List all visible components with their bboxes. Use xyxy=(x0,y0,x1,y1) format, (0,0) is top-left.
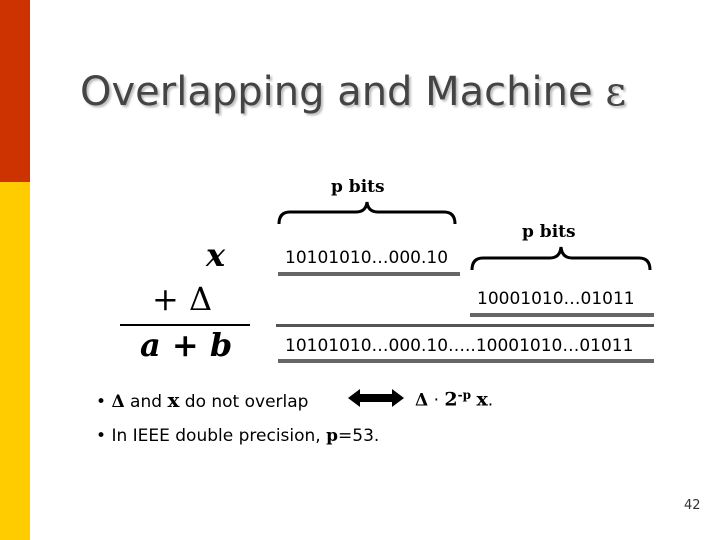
bullet-1-marker: • xyxy=(96,392,107,412)
accent-bar-yellow xyxy=(0,182,30,540)
p-bits-label-1: p bits xyxy=(331,177,385,197)
math-plus-delta: + Δ xyxy=(152,280,213,318)
page-number: 42 xyxy=(684,498,701,513)
bullet-1: • Δ and x do not overlap xyxy=(96,388,308,412)
binary-row-2: 10001010…01011 xyxy=(477,289,635,309)
rhs-dot: · xyxy=(433,390,440,411)
bullet-1-rest: do not overlap xyxy=(184,392,309,412)
slide-title-text: Overlapping and Machine xyxy=(80,69,593,115)
rhs-period: . xyxy=(487,390,494,411)
bullet-1-delta: Δ xyxy=(111,392,125,412)
binary-row-3: 10101010…000.10…..10001010…01011 xyxy=(285,336,634,356)
math-a-plus-b: a + b xyxy=(140,326,233,364)
result-rule xyxy=(276,324,654,327)
brace-2 xyxy=(470,246,652,271)
double-arrow-icon xyxy=(348,389,404,407)
sum-rule xyxy=(120,324,250,326)
row1-underline xyxy=(278,272,460,276)
bullet-2-text: In IEEE double precision, xyxy=(111,426,321,446)
row3-underline xyxy=(278,359,654,363)
bullet-2-marker: • xyxy=(96,426,107,446)
bullet-1-rhs: Δ · 2-p x. xyxy=(415,388,493,411)
slide-title: Overlapping and Machine ε xyxy=(80,66,626,118)
bullet-1-x: x xyxy=(167,388,180,412)
rhs-exponent: -p xyxy=(457,388,472,402)
bullet-2-rest: =53. xyxy=(338,426,380,446)
bullet-1-and: and xyxy=(130,392,163,412)
row2-underline xyxy=(470,313,654,317)
rhs-delta: Δ xyxy=(415,390,429,411)
math-x: x xyxy=(206,236,226,274)
epsilon-symbol: ε xyxy=(605,69,627,115)
rhs-two: 2 xyxy=(444,388,458,411)
brace-1 xyxy=(277,201,457,225)
accent-bar-red xyxy=(0,0,30,182)
rhs-x: x xyxy=(476,388,488,411)
p-bits-label-2: p bits xyxy=(522,222,576,242)
bullet-2: • In IEEE double precision, p=53. xyxy=(96,426,379,446)
binary-row-1: 10101010…000.10 xyxy=(285,248,449,268)
bullet-2-p: p xyxy=(326,426,339,446)
